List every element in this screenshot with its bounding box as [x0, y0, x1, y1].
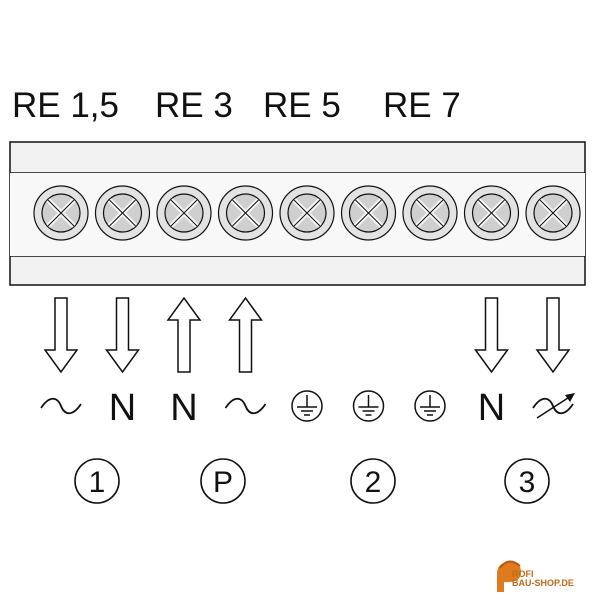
group-text: 1	[89, 466, 106, 499]
relay-label-re-1-5: RE 1,5	[12, 86, 119, 125]
neutral-symbol-3: N	[170, 387, 197, 429]
relay-label-re-3: RE 3	[155, 86, 233, 125]
terminal-screw-8	[463, 185, 520, 241]
group-ring	[350, 458, 396, 504]
screw-slot-b-edge	[355, 199, 382, 227]
earth-ground-icon-6	[352, 390, 385, 422]
logo-hardhat-p-icon	[497, 560, 521, 592]
terminal-screw-7	[402, 185, 458, 241]
earth-ring	[414, 390, 446, 422]
earth-ring	[291, 390, 323, 422]
terminal-screw-5	[279, 185, 335, 241]
variable-arrow-head	[565, 393, 575, 402]
earth-ground-icon-5	[291, 390, 323, 422]
screw-slot-b-edge	[109, 199, 136, 227]
wire-arrows	[43, 296, 571, 374]
group-label-3: 3	[504, 458, 550, 504]
screw-slot-b-edge	[170, 199, 198, 227]
terminal-screw-3	[156, 185, 212, 241]
group-ring	[200, 458, 246, 504]
neutral-symbol-8: N	[478, 387, 505, 429]
terminal-screws	[33, 185, 581, 241]
variable-tilde-icon-9	[532, 393, 575, 419]
relay-label-re-5: RE 5	[263, 86, 341, 125]
group-ring	[504, 458, 550, 504]
arrow-down-2	[105, 297, 140, 374]
logo-line-2: BAU-SHOP.DE	[512, 578, 574, 588]
screw-slot-b-edge	[478, 199, 505, 227]
terminal-screw-6	[340, 185, 397, 241]
group-label-2: 2	[350, 458, 396, 504]
ac-tilde-icon-4	[224, 397, 267, 415]
group-text: P	[213, 466, 233, 499]
group-label-1: 1	[74, 458, 120, 504]
screw-slot-b-edge	[232, 199, 259, 227]
screw-slot-b-edge	[47, 199, 75, 227]
variable-arrow-shaft	[536, 395, 572, 419]
terminal-screw-1	[33, 185, 89, 241]
terminal-screw-4	[217, 185, 274, 241]
terminal-screw-2	[94, 185, 151, 241]
group-text: 3	[519, 466, 536, 499]
group-ring	[74, 458, 120, 504]
group-labels: 1 P 2 3	[74, 458, 550, 504]
ac-tilde-icon-1	[40, 397, 82, 415]
logo-line-1: ROFI	[512, 569, 534, 579]
earth-ground-icon-7	[414, 390, 446, 422]
neutral-symbol-2: N	[109, 387, 136, 429]
group-text: 2	[365, 466, 382, 499]
arrow-up-3	[166, 296, 202, 373]
group-label-P: P	[200, 458, 246, 504]
terminal-screw-9	[525, 185, 581, 241]
screw-slot-b-edge	[416, 199, 444, 227]
variable-tilde	[532, 397, 574, 415]
arrow-up-4	[228, 296, 263, 373]
earth-ring	[352, 390, 385, 422]
logo-text: ROFI BAU-SHOP.DE	[512, 570, 574, 588]
screw-slot-b-edge	[293, 199, 321, 227]
relay-label-re-7: RE 7	[383, 86, 461, 125]
arrow-down-8	[474, 297, 509, 374]
arrow-down-9	[535, 297, 571, 374]
screw-slot-b-edge	[539, 199, 567, 227]
arrow-down-1	[43, 297, 79, 374]
